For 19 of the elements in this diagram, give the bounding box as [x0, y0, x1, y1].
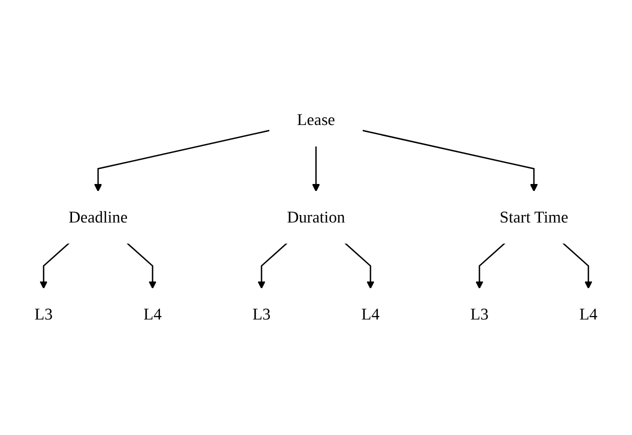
arrow [126, 242, 157, 290]
arrow [362, 130, 538, 192]
arrow [40, 242, 70, 290]
node-text: L3 [34, 305, 53, 324]
node-text: Duration [286, 208, 346, 226]
arrow [258, 242, 288, 290]
arrow [475, 242, 506, 290]
node-text: L3 [470, 305, 489, 324]
node-text: Deadline [68, 208, 128, 226]
arrow [562, 242, 592, 290]
arrow [312, 146, 320, 192]
node-text: L4 [361, 305, 380, 324]
node-text: L4 [143, 305, 162, 324]
arrow [344, 242, 374, 290]
arrow [94, 130, 270, 192]
node-text: Lease [296, 110, 336, 129]
node-text: L4 [579, 305, 598, 324]
node-text: Start Time [500, 208, 568, 226]
node-text: L3 [252, 305, 271, 324]
